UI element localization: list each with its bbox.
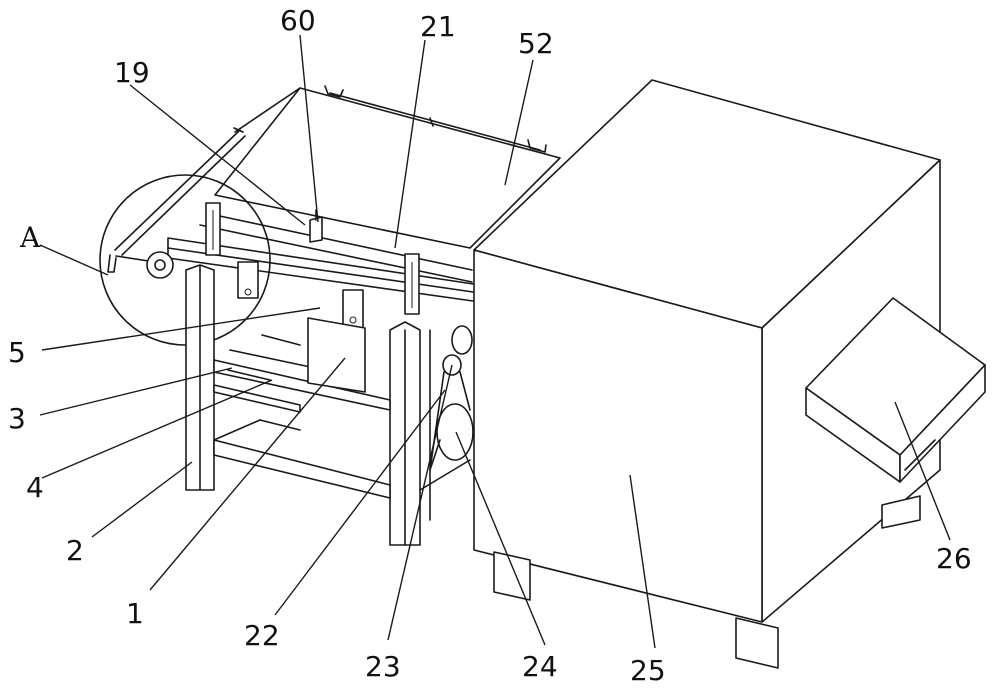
label-52: 52 (518, 27, 554, 60)
leader-lines (39, 34, 951, 649)
label-a: A (19, 221, 41, 254)
label-22: 22 (244, 619, 280, 652)
label-26: 26 (936, 542, 972, 575)
control-box (805, 297, 986, 483)
drive-assembly (429, 325, 474, 471)
label-2: 2 (66, 534, 84, 567)
detail-circle-a (99, 174, 271, 346)
label-5: 5 (8, 336, 26, 369)
support-frame (185, 264, 471, 546)
label-21: 21 (420, 10, 456, 43)
label-1: 1 (126, 597, 144, 630)
left-rails (107, 127, 246, 273)
label-19: 19 (114, 56, 150, 89)
label-24: 24 (522, 650, 558, 683)
label-25: 25 (630, 654, 666, 687)
label-23: 23 (365, 650, 401, 683)
conveyor-belt (214, 85, 561, 249)
label-4: 4 (26, 471, 44, 504)
reference-labels: 60 21 52 19 A 5 3 4 2 1 22 23 24 25 26 (8, 4, 972, 687)
label-60: 60 (280, 4, 316, 37)
label-3: 3 (8, 402, 26, 435)
